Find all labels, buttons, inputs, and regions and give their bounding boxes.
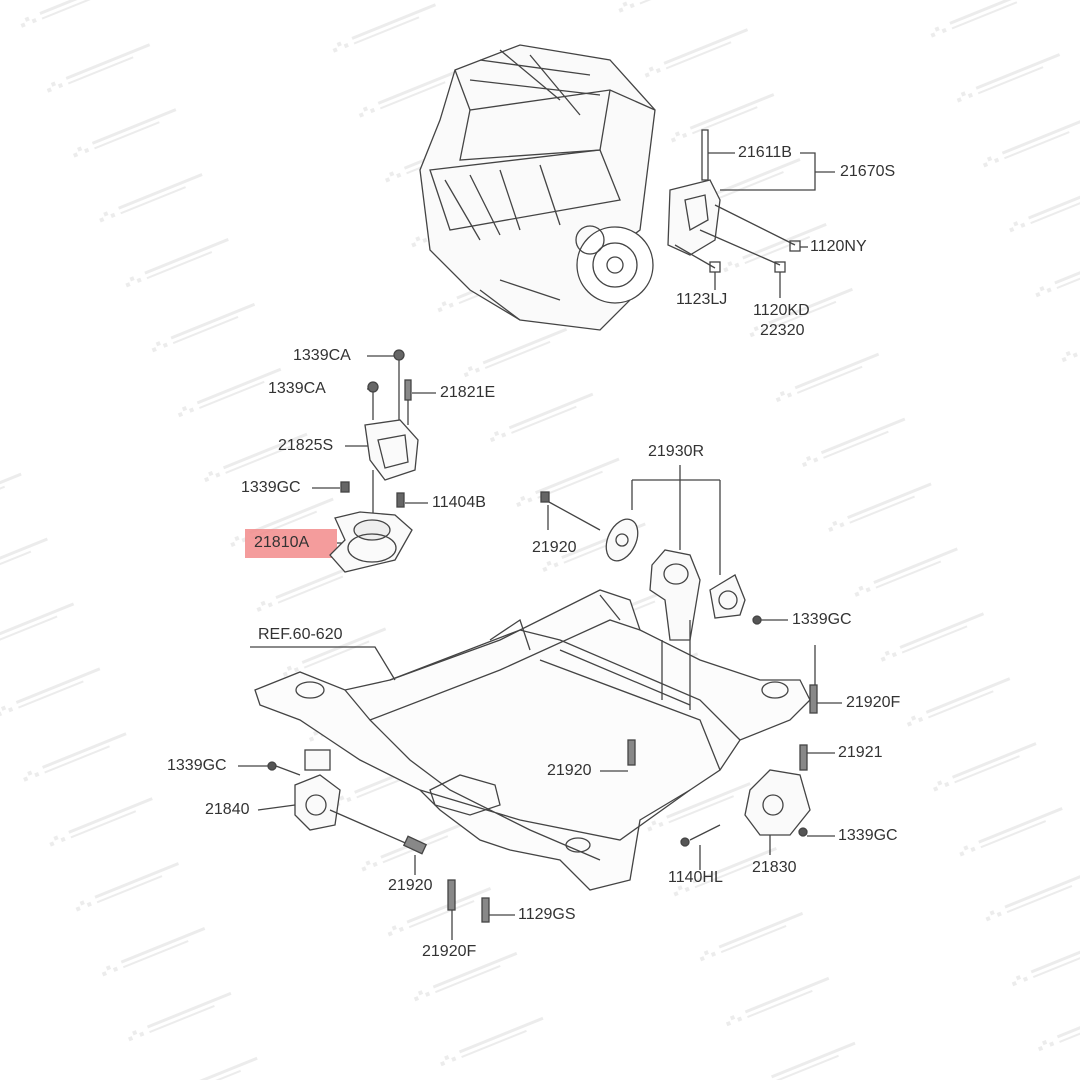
label-1129gs: 1129GS (518, 906, 576, 923)
label-21840: 21840 (205, 801, 250, 818)
label-21810a-highlighted[interactable]: 21810A (254, 534, 310, 551)
engine-block (419, 44, 656, 331)
label-21830: 21830 (752, 859, 797, 876)
label-ref-60-620: REF.60-620 (258, 626, 343, 643)
label-21920: 21920 (388, 877, 433, 894)
label-21920f: 21920F (846, 694, 901, 711)
label-11404b: 11404B (432, 494, 486, 511)
label-21920: 21920 (547, 762, 592, 779)
label-1140hl: 1140HL (668, 869, 723, 886)
bracket-21670s (667, 129, 835, 298)
label-21821e: 21821E (440, 384, 496, 401)
lower-mounts (238, 684, 842, 940)
label-1120kd: 1120KD (753, 302, 810, 319)
label-1339gc: 1339GC (167, 757, 227, 774)
label-22320: 22320 (760, 322, 805, 339)
label-1120ny: 1120NY (810, 238, 867, 255)
label-1123lj: 1123LJ (676, 291, 728, 308)
label-1339gc: 1339GC (838, 827, 898, 844)
label-21921: 21921 (838, 744, 883, 761)
label-21920f: 21920F (422, 943, 477, 960)
mount-21930r (540, 465, 788, 641)
highlight-21810a (245, 529, 337, 558)
label-1339ca: 1339CA (268, 380, 326, 397)
label-21611b: 21611B (738, 144, 792, 161)
label-21920: 21920 (532, 539, 577, 556)
label-21825s: 21825S (278, 437, 334, 454)
subframe (250, 589, 816, 891)
label-21930r: 21930R (648, 443, 705, 460)
label-1339gc: 1339GC (792, 611, 852, 628)
label-21670s: 21670S (840, 163, 896, 180)
label-1339ca: 1339CA (293, 347, 351, 364)
label-1339gc: 1339GC (241, 479, 301, 496)
mount-assembly-21810a (312, 349, 436, 573)
